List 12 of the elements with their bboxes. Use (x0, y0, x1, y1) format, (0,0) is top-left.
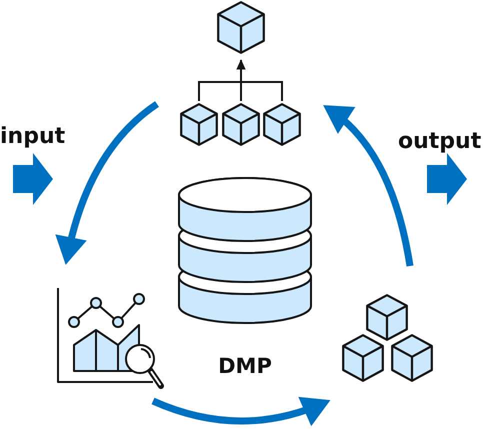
cube-icon (263, 103, 301, 146)
curved-arrow (152, 396, 330, 426)
cube-icon (222, 103, 260, 146)
curved-arrow (56, 101, 160, 265)
curved-arrow (323, 104, 414, 267)
flow-label: output (398, 129, 482, 156)
cube-icon (217, 1, 265, 54)
flow-label: input (0, 124, 66, 150)
cube-icon (180, 103, 218, 146)
arrow (236, 60, 283, 101)
chart-analysis-icon (55, 285, 167, 391)
node-label: DMP (218, 354, 272, 380)
